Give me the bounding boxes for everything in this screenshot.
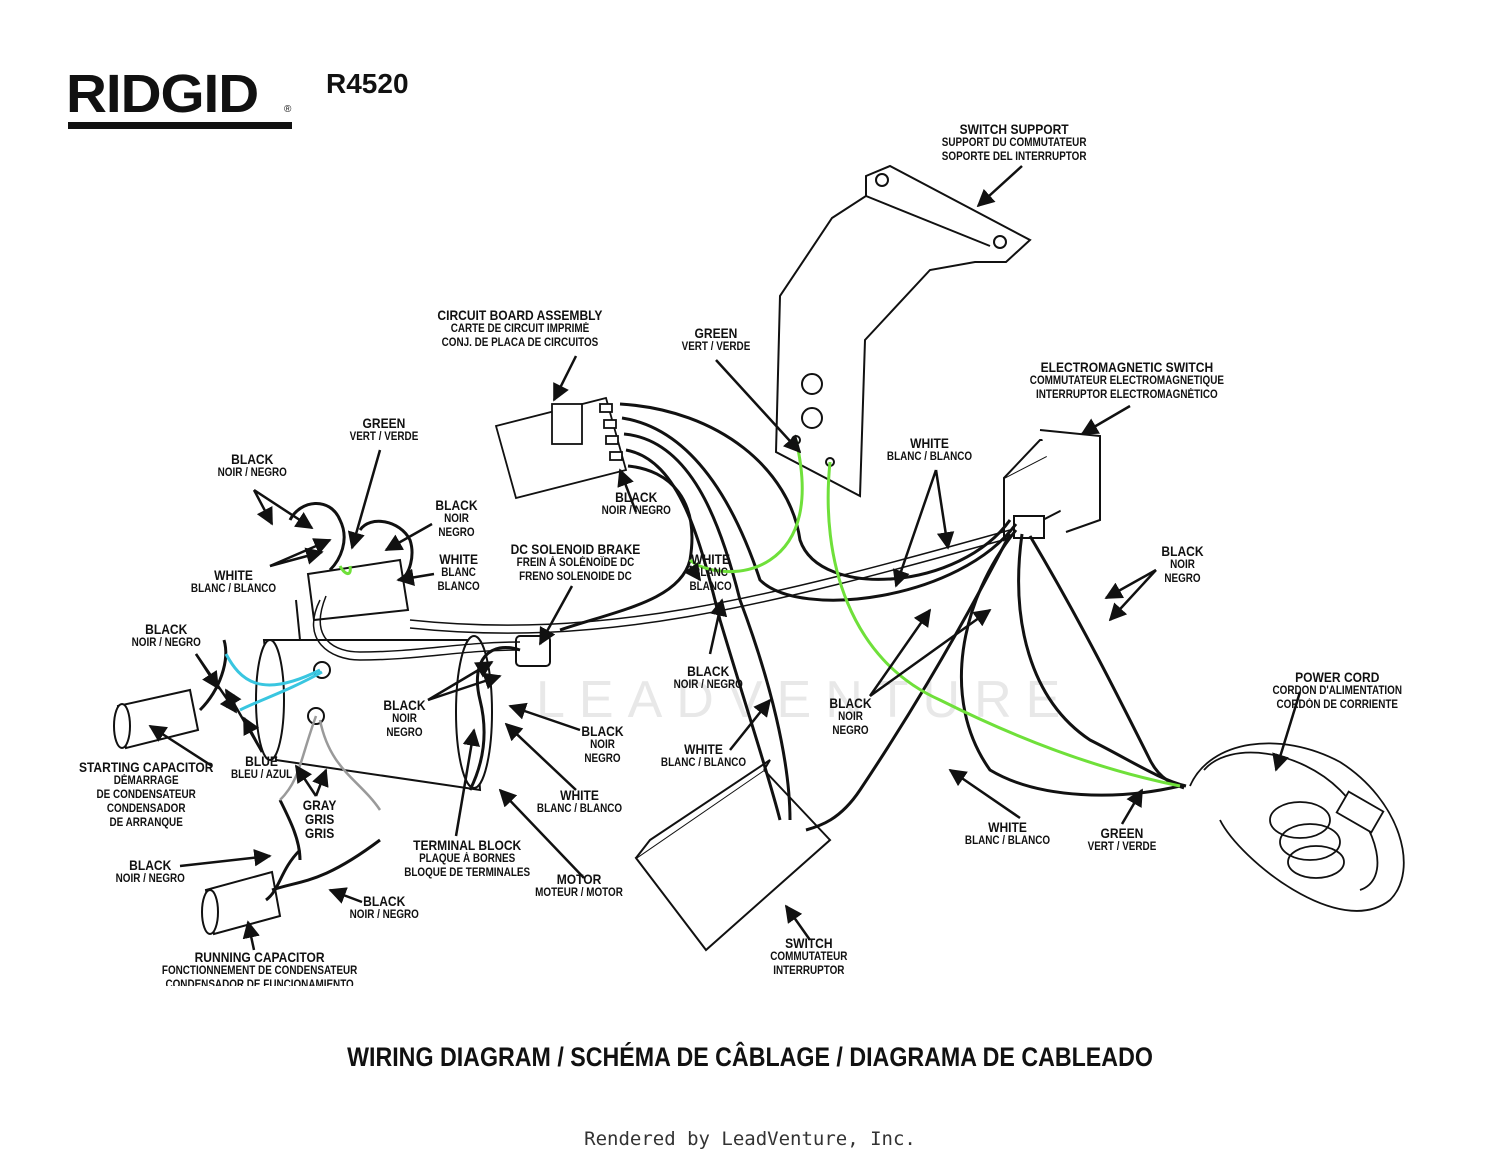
- label-starting-capacitor: STARTING CAPACITOR DÉMARRAGE DE CONDENSA…: [78, 759, 214, 829]
- ridgid-logo: RIDGID ®: [66, 64, 294, 130]
- label-terminal-block: TERMINAL BLOCK PLAQUE À BORNES BLOQUE DE…: [404, 837, 531, 879]
- watermark: LEADVENTURE: [536, 671, 1075, 729]
- label-dc-solenoid-brake: DC SOLENOID BRAKE FREIN À SOLÉNOÏDE DC F…: [510, 541, 641, 583]
- diagram-title: WIRING DIAGRAM / SCHÉMA DE CÂBLAGE / DIA…: [347, 1042, 1153, 1072]
- label-black-right: BLACK NOIR NEGRO: [1161, 543, 1204, 585]
- label-black-capacitor: BLACK NOIR / NEGRO: [131, 621, 201, 649]
- footer-credit: Rendered by LeadVenture, Inc.: [584, 1128, 916, 1150]
- switch-support-part: [774, 164, 1032, 498]
- power-cord-part: [1189, 742, 1405, 912]
- running-capacitor-part: [201, 870, 282, 936]
- label-white-mid: WHITE BLANC BLANCO: [689, 551, 732, 593]
- label-switch: SWITCH COMMUTATEUR INTERRUPTOR: [770, 935, 848, 977]
- label-green-bottom: GREEN VERT / VERDE: [1087, 825, 1157, 853]
- model-number: R4520: [326, 68, 409, 99]
- circuit-board-part: [494, 396, 628, 500]
- leader-lines: [148, 165, 1302, 951]
- label-black-lower-left: BLACK NOIR / NEGRO: [115, 857, 185, 885]
- label-green-top: GREEN VERT / VERDE: [681, 325, 751, 353]
- label-green-left: GREEN VERT / VERDE: [349, 415, 419, 443]
- label-white-motor: WHITE BLANC / BLANCO: [536, 787, 623, 815]
- starting-capacitor-part: [113, 688, 200, 750]
- label-blue: BLUE BLEU / AZUL: [230, 753, 293, 781]
- label-switch-support: SWITCH SUPPORT SUPPORT DU COMMUTATEUR SO…: [941, 121, 1087, 163]
- logo-wordmark: RIDGID: [66, 64, 259, 124]
- label-black-running: BLACK NOIR / NEGRO: [349, 893, 419, 921]
- label-black-center: BLACK NOIR NEGRO: [829, 695, 872, 737]
- switch-box-part: [634, 759, 832, 952]
- label-running-capacitor: RUNNING CAPACITOR FONCTIONNEMENT DE COND…: [161, 950, 358, 986]
- label-black-motor-right: BLACK NOIR NEGRO: [581, 723, 624, 765]
- label-white-left: WHITE BLANC / BLANCO: [190, 567, 277, 595]
- label-black-board: BLACK NOIR / NEGRO: [601, 489, 671, 517]
- label-black-terminal-box: BLACK NOIR NEGRO: [435, 497, 478, 539]
- blue-wires: [224, 653, 323, 712]
- green-wires: [338, 439, 1181, 788]
- label-black-top-left: BLACK NOIR / NEGRO: [217, 451, 287, 479]
- label-white-top-right: WHITE BLANC / BLANCO: [886, 435, 973, 463]
- label-gray: GRAY GRIS GRIS: [302, 797, 337, 841]
- label-circuit-board: CIRCUIT BOARD ASSEMBLY CARTE DE CIRCUIT …: [437, 307, 603, 349]
- label-white-lower: WHITE BLANC / BLANCO: [660, 741, 747, 769]
- logo-underline: [68, 122, 292, 129]
- electromagnetic-switch-part: [1003, 429, 1101, 542]
- label-motor: MOTOR MOTEUR / MOTOR: [535, 871, 623, 899]
- dc-brake-part: [515, 635, 551, 667]
- label-electromagnetic-switch: ELECTROMAGNETIC SWITCH COMMUTATEUR ELECT…: [1029, 359, 1224, 401]
- label-black-mid: BLACK NOIR / NEGRO: [673, 663, 743, 691]
- white-wires: [312, 529, 1011, 661]
- label-white-bottom: WHITE BLANC / BLANCO: [964, 819, 1051, 847]
- label-black-motor-left: BLACK NOIR NEGRO: [383, 697, 426, 739]
- registered-mark: ®: [284, 104, 292, 115]
- label-power-cord: POWER CORD CORDON D'ALIMENTATION CORDÓN …: [1272, 669, 1402, 711]
- label-white-terminal-box: WHITE BLANC BLANCO: [437, 551, 480, 593]
